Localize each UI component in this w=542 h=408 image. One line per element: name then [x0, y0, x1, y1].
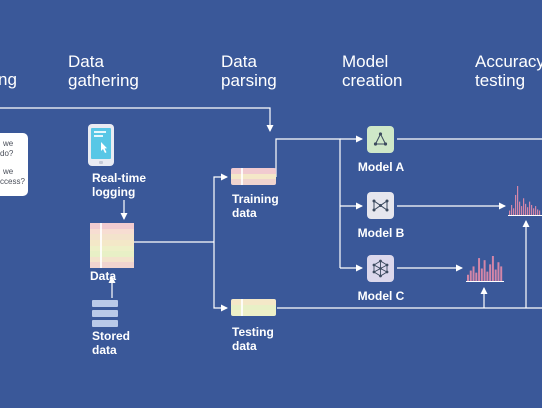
to-training-arrow — [213, 173, 228, 242]
realtime-logging-label: Real-time logging — [92, 171, 147, 199]
bowtie-graph-icon — [372, 199, 389, 212]
stage-title-data-parsing: Data parsing — [221, 52, 277, 90]
histogram-bar — [523, 198, 525, 215]
question-card: we do? we ccess? — [0, 133, 28, 196]
database-disk — [92, 320, 118, 327]
histogram-bar — [533, 208, 535, 215]
histogram-bar — [491, 256, 494, 281]
data-table-icon — [90, 223, 134, 268]
data-row-stripe — [90, 223, 134, 229]
stored-data-label: Stored data — [92, 329, 131, 357]
histogram-bar — [483, 260, 486, 281]
data-column-divider — [241, 168, 243, 185]
histogram-bar — [478, 258, 481, 281]
stage-title-collection: ng — [0, 70, 17, 89]
testing-data-icon — [231, 299, 276, 316]
model-a-box — [367, 126, 394, 153]
histogram-bar — [509, 210, 511, 215]
data-row-stripe — [90, 251, 134, 257]
data-column-divider — [241, 299, 243, 316]
training-to-models-line — [275, 138, 341, 268]
histogram-bar — [519, 201, 521, 215]
histogram-bar — [535, 206, 537, 215]
tablet-screen — [91, 128, 111, 159]
training-data-label: Training data — [232, 192, 279, 220]
histogram-bar — [500, 266, 503, 281]
data-row-stripe — [90, 256, 134, 263]
histogram-bar — [472, 266, 475, 281]
tablet-home-button — [99, 161, 103, 164]
model-b-box — [367, 192, 394, 219]
accuracy-histogram-model-b — [508, 186, 542, 216]
model-a-label: Model A — [357, 160, 405, 174]
histogram-bar — [531, 204, 533, 215]
histogram-bar — [529, 201, 531, 215]
data-row-stripe — [90, 245, 134, 252]
data-row-stripe — [231, 168, 276, 174]
data-row-stripe — [90, 234, 134, 240]
accuracy-histogram-model-c — [466, 256, 504, 282]
data-row-stripe — [231, 179, 276, 185]
question-line: ccess? — [0, 177, 25, 186]
histogram-bar — [475, 272, 478, 281]
question-line: we — [3, 139, 14, 148]
histogram-bar — [515, 194, 517, 215]
data-row-stripe — [231, 299, 276, 305]
to-testing-arrow — [213, 242, 228, 312]
data-row-stripe — [231, 304, 276, 311]
model-b-label: Model B — [357, 226, 405, 240]
data-row-stripe — [90, 239, 134, 246]
data-row-stripe — [231, 173, 276, 180]
data-label: Data — [90, 269, 117, 283]
histogram-bar — [517, 186, 519, 215]
data-row-stripe — [90, 228, 134, 235]
data-row-stripe — [90, 262, 134, 268]
tablet-icon — [88, 124, 114, 166]
question-line: we — [3, 167, 14, 176]
histogram-bar — [469, 270, 472, 281]
database-disk — [92, 310, 118, 317]
question-line: do? — [0, 149, 14, 158]
database-disk — [92, 300, 118, 307]
histogram-bar — [539, 210, 541, 215]
histogram-bar — [525, 203, 527, 215]
top-feed-line — [0, 107, 274, 132]
training-data-icon — [231, 168, 276, 185]
histogram-bar — [537, 209, 539, 215]
histogram-bar — [486, 271, 489, 281]
stage-title-accuracy-testing: Accuracy testing — [475, 52, 542, 90]
database-icon — [92, 300, 118, 327]
histogram-bar — [527, 207, 529, 215]
cursor-icon — [94, 131, 107, 153]
histogram-bar — [497, 262, 500, 281]
histogram-bar — [513, 208, 515, 215]
mesh-graph-icon — [372, 259, 389, 278]
histogram-bar — [521, 206, 523, 215]
stage-title-data-gathering: Data gathering — [68, 52, 139, 90]
testing-data-label: Testing data — [232, 325, 274, 353]
data-column-divider — [100, 223, 102, 268]
model-c-label: Model C — [357, 289, 405, 303]
stage-title-model-creation: Model creation — [342, 52, 403, 90]
histogram-bar — [480, 268, 483, 281]
model-c-box — [367, 255, 394, 282]
data-row-stripe — [231, 310, 276, 316]
histogram-bar — [511, 204, 513, 215]
triangle-graph-icon — [373, 132, 388, 146]
histogram-bar — [489, 264, 492, 281]
histogram-bar — [467, 274, 469, 281]
histogram-bar — [494, 269, 497, 281]
